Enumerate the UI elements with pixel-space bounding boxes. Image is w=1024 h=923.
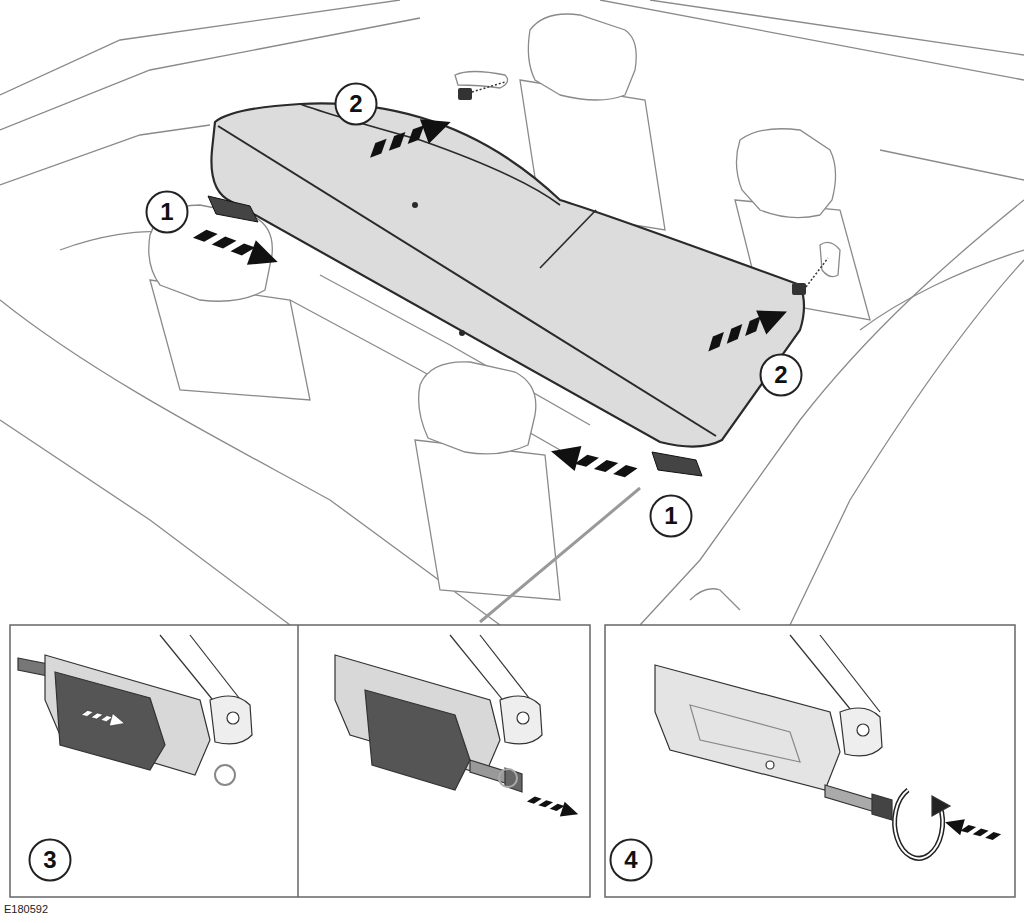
- wind-deflector: [211, 103, 804, 446]
- callout-number: 1: [160, 200, 173, 224]
- direction-arrow: [943, 814, 1003, 846]
- bracket-detail: [655, 635, 950, 858]
- callout-circle: 1: [649, 494, 693, 538]
- direction-arrow: [526, 791, 581, 822]
- callout-circle: 2: [334, 82, 378, 126]
- callout-number: 1: [664, 504, 677, 528]
- callout-circle: 1: [145, 190, 189, 234]
- direction-arrow: [191, 110, 793, 487]
- leader-line: [480, 488, 640, 622]
- car-body: [0, 0, 1024, 625]
- callout-number: 4: [624, 848, 637, 872]
- callout-circle: 3: [28, 838, 72, 882]
- callout-number: 3: [43, 848, 56, 872]
- mount: [208, 82, 828, 476]
- callout-circle: 4: [609, 838, 653, 882]
- callout-circle: 2: [759, 353, 803, 397]
- inset-frame: [10, 625, 1015, 897]
- bracket-detail: [335, 635, 542, 792]
- bracket-detail: [18, 635, 252, 785]
- figure-code: E180592: [4, 903, 48, 915]
- callout-number: 2: [774, 363, 787, 387]
- callout-number: 2: [349, 92, 362, 116]
- seat: [149, 14, 870, 600]
